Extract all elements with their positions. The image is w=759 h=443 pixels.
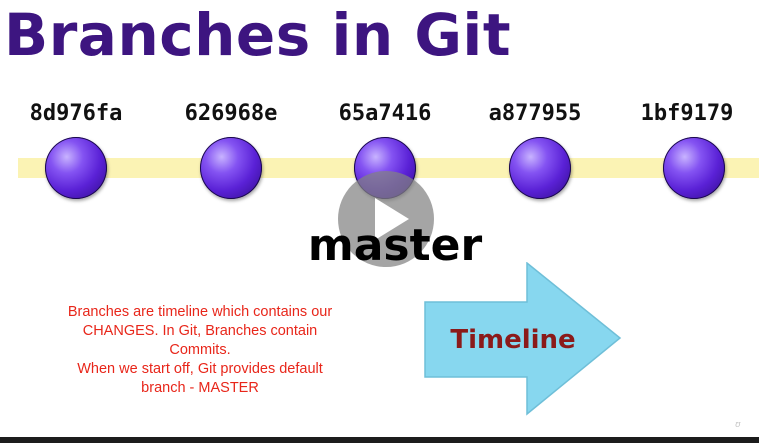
commit-hash-label: 626968e [184,101,278,126]
commit-hash-label: 8d976fa [29,101,123,126]
branch-label: master [307,220,483,271]
commit-hash-label: a877955 [488,101,582,126]
commit-hash-label: 1bf9179 [640,101,734,126]
description-line: branch - MASTER [141,380,259,396]
commit-node [509,137,571,199]
watermark-logo: ʊ [735,420,741,430]
play-button[interactable] [338,171,434,267]
timeline-arrow [424,262,622,416]
commit-hash-label: 65a7416 [338,101,432,126]
description-line: CHANGES. In Git, Branches contain [82,323,318,339]
description-line: Commits. [169,342,231,358]
video-progress-bar[interactable] [0,437,759,443]
timeline-arrow-label: Timeline [450,325,576,355]
commit-node [200,137,262,199]
play-icon [375,198,409,240]
commit-node [663,137,725,199]
description-line: When we start off, Git provides default [77,361,323,377]
commit-node [45,137,107,199]
slide-title: Branches in Git [4,1,512,69]
description-line: Branches are timeline which contains our [67,304,333,320]
description-text: Branches are timeline which contains our… [40,303,360,398]
